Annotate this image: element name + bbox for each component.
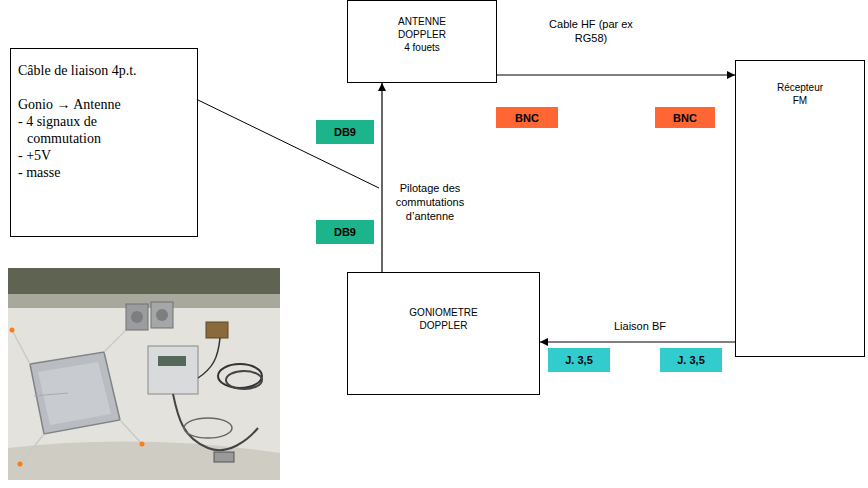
photo-detail: [173, 394, 258, 450]
photo-detail: [34, 393, 68, 396]
edge-label: Pilotage des commutations d’antenne: [388, 180, 472, 224]
photo-detail: [20, 434, 44, 464]
photo-detail: [8, 268, 280, 294]
photo-detail: [184, 418, 232, 438]
photo-detail: [30, 352, 120, 434]
photo-detail: [38, 362, 111, 425]
photo-detail: [126, 304, 148, 330]
edge-label-holder: Cable HF (par ex RG58): [545, 16, 637, 46]
connector-tag: BNC: [655, 107, 715, 128]
node-text: - +5V: [18, 147, 139, 164]
receiver-box: Récepteur FM: [735, 60, 865, 357]
edge-label: Cable HF (par ex RG58): [545, 16, 637, 46]
node-text: Câble de liaison 4p.t.: [18, 62, 191, 79]
photo-detail: [151, 302, 173, 328]
connector-tag: J. 3,5: [660, 348, 722, 372]
node-text: Gonio → Antenne: [18, 96, 191, 113]
connector-tag: J. 3,5: [548, 348, 610, 372]
node-text: - 4 signaux de commutation: [18, 113, 139, 147]
photo-detail: [12, 330, 30, 364]
photo-detail: [140, 442, 145, 447]
edge-label-holder: Pilotage des commutations d’antenne: [388, 180, 472, 224]
photo-detail: [226, 371, 262, 389]
photo-detail: [10, 328, 15, 333]
node-text: DB9: [334, 126, 356, 138]
photo-detail: [131, 311, 143, 323]
node-text: BNC: [673, 112, 697, 124]
node-text: DB9: [334, 226, 356, 238]
photo-detail: [218, 364, 262, 388]
connector-tag: DB9: [316, 220, 374, 244]
connector-tag: BNC: [496, 107, 558, 128]
callout-box: Câble de liaison 4p.t. Gonio → Antenne- 4…: [10, 48, 198, 237]
connector-tag: DB9: [316, 120, 374, 144]
node-text: Récepteur FM: [769, 81, 831, 107]
photo-detail: [18, 462, 23, 467]
node-text: ANTENNE DOPPLER: [391, 15, 453, 41]
photo-detail: [158, 356, 186, 366]
photo-detail: [206, 322, 228, 338]
photo-detail: [8, 442, 280, 480]
signal-arrow: [497, 74, 735, 75]
photo-detail: [214, 452, 234, 462]
photo-detail: [8, 308, 280, 480]
node-text: J. 3,5: [677, 354, 705, 366]
equipment-photo: [8, 268, 280, 480]
leader-line: [198, 100, 379, 188]
signal-arrow: [540, 341, 735, 342]
photo-detail: [156, 309, 168, 321]
photo-detail: [198, 338, 220, 378]
signal-arrow: [381, 83, 382, 272]
node-text: 4 fouets: [391, 41, 453, 54]
node-text: GONIOMETRE DOPPLER: [404, 306, 484, 332]
node-text: - masse: [18, 164, 139, 181]
photo-detail: [148, 346, 198, 394]
edge-label-holder: Liaison BF: [598, 318, 682, 334]
edge-label: Liaison BF: [598, 318, 682, 334]
node-text: J. 3,5: [565, 354, 593, 366]
antenna-box: ANTENNE DOPPLER4 fouets: [347, 0, 497, 83]
photo-detail: [120, 420, 142, 444]
goniometer-box: GONIOMETRE DOPPLER: [347, 272, 540, 395]
photo-detail: [8, 268, 280, 480]
node-text: BNC: [515, 112, 539, 124]
